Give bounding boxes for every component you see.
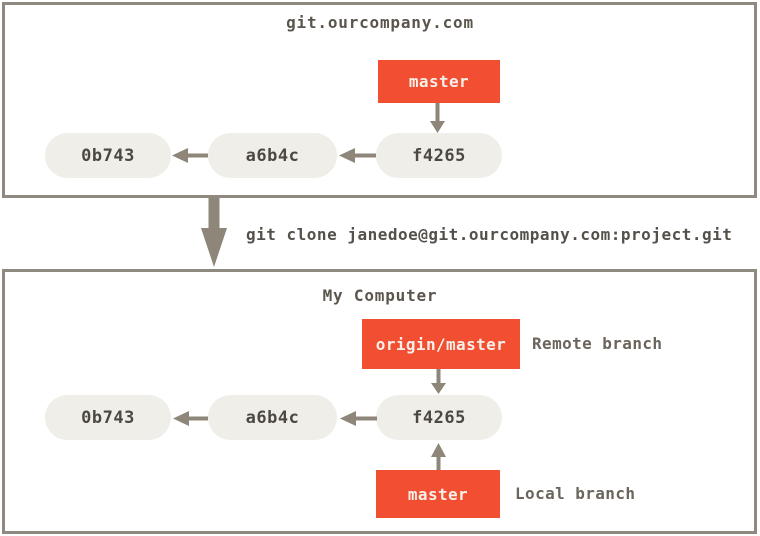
- remote-master-branch-label: master: [378, 60, 500, 103]
- local-commit-node-0b743: 0b743: [45, 395, 171, 440]
- remote-repo-title: git.ourcompany.com: [286, 13, 474, 32]
- local-branch-annotation: Local branch: [515, 484, 636, 503]
- clone-command-text: git clone janedoe@git.ourcompany.com:pro…: [246, 225, 733, 244]
- remote-commit-node-a6b4c: a6b4c: [208, 133, 337, 178]
- local-repo-title: My Computer: [322, 286, 438, 305]
- local-repo-box: [2, 269, 757, 534]
- local-commit-node-f4265: f4265: [376, 395, 502, 440]
- arrow-clone-remote-to-local: [201, 198, 227, 267]
- remote-branch-annotation: Remote branch: [532, 334, 663, 353]
- remote-commit-node-f4265: f4265: [376, 133, 502, 178]
- local-master-branch-label: master: [376, 470, 500, 518]
- origin-master-branch-label: origin/master: [362, 319, 520, 369]
- remote-commit-node-0b743: 0b743: [45, 133, 171, 178]
- remote-repo-box: [2, 2, 757, 198]
- local-commit-node-a6b4c: a6b4c: [208, 395, 337, 440]
